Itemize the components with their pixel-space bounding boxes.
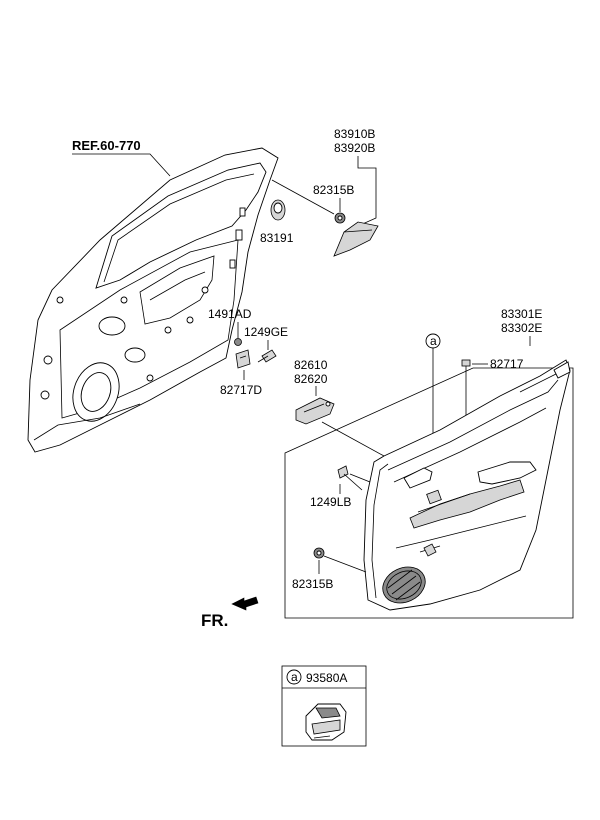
door-inner-panel (27, 147, 279, 453)
mirror-cover-part (333, 221, 379, 257)
mirror-part-label-a: 83910B (334, 127, 375, 141)
trim-panel-group-box (284, 367, 574, 619)
switch-part-label: 93580A (306, 671, 347, 685)
bracket-label: 82717D (220, 383, 262, 397)
inside-handle-part (295, 397, 335, 425)
mirror-part-label-b: 83920B (334, 141, 375, 155)
callout-marker: a (425, 333, 441, 349)
pull-cover-part (461, 359, 471, 367)
bolt-1249lb-part (337, 465, 363, 491)
switch-callout-marker: a (286, 669, 302, 685)
trim-label-a: 83301E (501, 307, 542, 321)
clip-1491-label: 1491AD (208, 307, 252, 321)
clip-upper-label: 82315B (313, 183, 354, 197)
front-direction-arrow-icon (231, 596, 259, 611)
bracket-part (235, 349, 251, 369)
pull-cover-label: 82717 (490, 357, 524, 371)
trim-label-b: 83302E (501, 321, 542, 335)
clip-upper-part (334, 212, 346, 224)
clip-lower-label: 82315B (292, 577, 333, 591)
clip-lower-part (313, 547, 325, 559)
svg-text:a: a (430, 334, 437, 348)
handle-label-a: 82610 (294, 358, 328, 372)
bolt-1249ge-label: 1249GE (244, 325, 288, 339)
door-trim-panel (363, 359, 571, 611)
svg-text:a: a (291, 670, 298, 684)
bolt-1249ge-part (257, 349, 277, 363)
ref-label: REF.60-770 (72, 138, 141, 153)
front-direction-label: FR. (201, 611, 228, 630)
plug-label: 83191 (260, 231, 294, 245)
switch-detail-box (281, 665, 367, 747)
clip-1491-part (234, 338, 242, 346)
bolt-1249lb-label: 1249LB (310, 495, 351, 509)
handle-label-b: 82620 (294, 372, 328, 386)
plug-part (270, 199, 286, 221)
window-switch-part (305, 703, 347, 741)
